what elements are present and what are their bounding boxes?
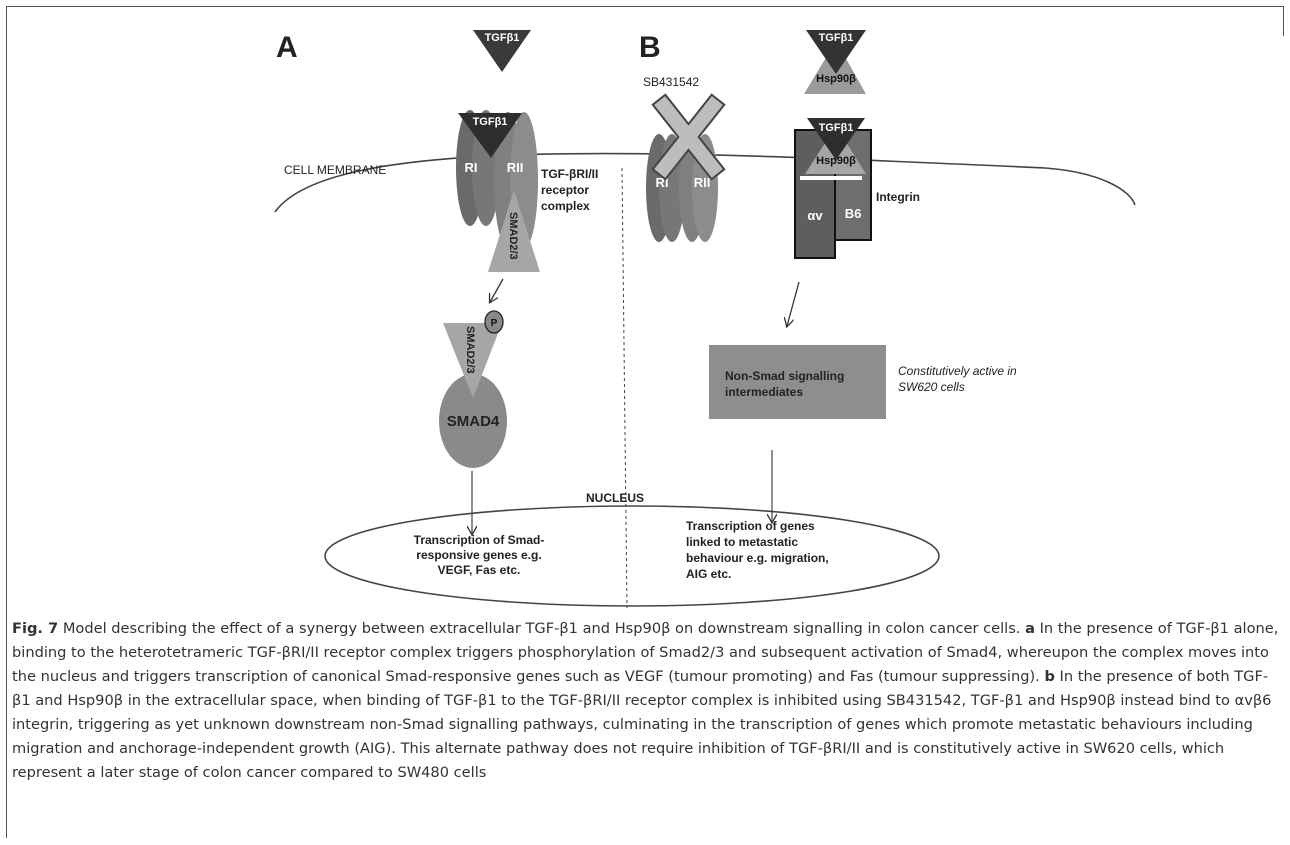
- transcription-b-line-2: linked to metastatic: [686, 535, 798, 549]
- non-smad-intermediates-box: [709, 345, 886, 419]
- non-smad-label-2: intermediates: [725, 385, 803, 399]
- non-smad-label-1: Non-Smad signalling: [725, 369, 844, 383]
- receptor-complex-label-3: complex: [541, 199, 590, 213]
- frame-right-border: [1283, 6, 1284, 36]
- tgf-beta1-integrin-bound: [807, 118, 865, 160]
- panel-divider: [621, 167, 628, 609]
- signalling-diagram: A B CELL MEMBRANE TGFβ1 RI RII TGFβ1 SMA…: [274, 30, 1136, 609]
- integrin-to-nonsmad-arrow: [787, 281, 800, 326]
- receptor-rii-b-label: RII: [694, 175, 711, 190]
- smad23-phosphorylated: [443, 323, 502, 398]
- hsp90b-top-b-label: Hsp90β: [816, 73, 856, 85]
- phosphate-label: P: [491, 318, 498, 329]
- tgf-beta1-bound-a-label: TGFβ1: [473, 116, 508, 128]
- frame-top-border: [6, 6, 1284, 7]
- phosphorylation-arrow: [490, 278, 504, 302]
- smad23-receptor-bound: [488, 190, 540, 272]
- alpha-v-label: αv: [807, 208, 823, 223]
- tgf-beta1-ligand-b-label: TGFβ1: [819, 32, 854, 44]
- smad4: [439, 374, 507, 468]
- receptor-complex-label-1: TGF-βRI/II: [541, 167, 598, 181]
- caption-figure-label: Fig. 7: [12, 620, 59, 637]
- frame-left-border: [6, 6, 7, 838]
- tgf-beta1-integrin-label: TGFβ1: [819, 122, 854, 134]
- smad23-receptor-label: SMAD2/3: [507, 212, 519, 260]
- receptor-complex-label-2: receptor: [541, 183, 589, 197]
- transcription-a-line-1: Transcription of Smad-: [414, 533, 545, 547]
- sb431542-inhibitor-x: [651, 93, 726, 181]
- panel-label-b: B: [639, 31, 661, 64]
- smad4-label: SMAD4: [447, 413, 500, 430]
- receptor-ri-a-label: RI: [465, 160, 478, 175]
- caption-panel-a-label: a: [1025, 620, 1035, 637]
- caption-panel-b-text: In the presence of both TGF-β1 and Hsp90…: [12, 668, 1272, 781]
- phosphate-group: [484, 310, 504, 334]
- nucleus: [324, 505, 940, 607]
- transcription-b-line-4: AIG etc.: [686, 567, 731, 581]
- receptor-rii-a-label: RII: [507, 160, 524, 175]
- panel-label-a: A: [276, 31, 298, 64]
- figure-caption: Fig. 7 Model describing the effect of a …: [12, 617, 1280, 785]
- sb431542-label: SB431542: [643, 75, 699, 89]
- tgf-beta1-ligand-a-label: TGFβ1: [485, 32, 520, 44]
- caption-title: Model describing the effect of a synergy…: [58, 620, 1026, 637]
- nucleus-label: NUCLEUS: [586, 491, 644, 505]
- transcription-b-line-3: behaviour e.g. migration,: [686, 551, 829, 565]
- constitutive-label-1: Constitutively active in: [898, 364, 1017, 378]
- constitutive-label-2: SW620 cells: [898, 380, 965, 394]
- smad23-free-label: SMAD2/3: [464, 326, 476, 374]
- caption-panel-a-text: In the presence of TGF-β1 alone, binding…: [12, 620, 1279, 685]
- integrin-label: Integrin: [876, 190, 920, 204]
- transcription-a-line-2: responsive genes e.g.: [416, 548, 541, 562]
- transcription-a-line-3: VEGF, Fas etc.: [438, 563, 521, 577]
- beta6-label: Β6: [845, 206, 862, 221]
- caption-panel-b-label: b: [1044, 668, 1055, 685]
- integrin-binding-bar: [800, 176, 862, 180]
- cell-membrane-label: CELL MEMBRANE: [284, 163, 386, 177]
- tgf-beta1-ligand-a: [473, 30, 531, 72]
- cell-membrane: [274, 152, 1136, 213]
- tgf-beta1-bound-a: [458, 113, 522, 158]
- tgf-beta1-ligand-b: [806, 30, 866, 74]
- transcription-b-line-1: Transcription of genes: [686, 519, 815, 533]
- hsp90b-integrin-label: Hsp90β: [816, 155, 856, 167]
